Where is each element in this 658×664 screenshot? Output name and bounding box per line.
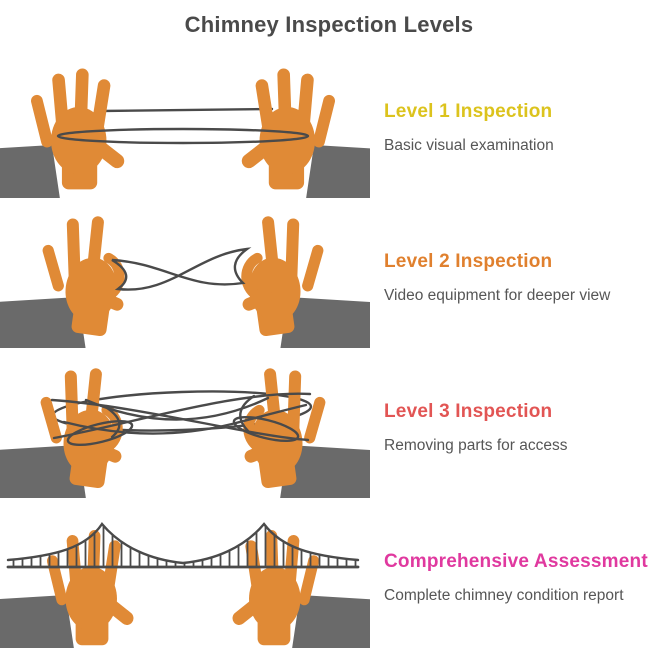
hands-simple-string-icon	[0, 68, 370, 198]
level2-heading: Level 2 Inspection	[384, 251, 553, 272]
level1-description: Basic visual examination	[384, 137, 554, 154]
level1-illustration	[0, 48, 370, 198]
level-row-4: Comprehensive Assessment Complete chimne…	[0, 498, 658, 648]
level2-description: Video equipment for deeper view	[384, 287, 611, 304]
hands-complex-string-icon	[0, 348, 370, 498]
hands-bridge-string-icon	[0, 521, 370, 648]
bridge-hangers	[8, 524, 358, 567]
right-arm	[229, 209, 370, 348]
level3-copy: Level 3 Inspection Removing parts for ac…	[370, 348, 658, 498]
level3-illustration	[0, 348, 370, 498]
bridge-cables	[6, 521, 360, 565]
level4-heading: Comprehensive Assessment	[384, 551, 648, 572]
level-row-2: Level 2 Inspection Video equipment for d…	[0, 198, 658, 348]
level1-copy: Level 1 Inspection Basic visual examinat…	[370, 48, 658, 198]
left-arm	[0, 361, 135, 498]
level-row-1: Level 1 Inspection Basic visual examinat…	[0, 48, 658, 198]
right-arm	[238, 68, 370, 198]
level-row-3: Level 3 Inspection Removing parts for ac…	[0, 348, 658, 498]
string-figure-eight	[111, 247, 252, 291]
level4-illustration	[0, 498, 370, 648]
right-sleeve	[306, 145, 370, 198]
string-loop	[56, 127, 310, 145]
string-top-strand	[98, 107, 274, 113]
level4-description: Complete chimney condition report	[384, 587, 624, 604]
hands-crossed-string-icon	[0, 198, 370, 348]
left-sleeve	[0, 145, 60, 198]
string-tangle	[50, 392, 312, 447]
level2-illustration	[0, 198, 370, 348]
left-arm	[0, 209, 137, 348]
level4-copy: Comprehensive Assessment Complete chimne…	[370, 498, 658, 648]
level3-description: Removing parts for access	[384, 437, 568, 454]
string-suspension-bridge	[6, 521, 360, 569]
right-arm	[231, 361, 370, 498]
level1-heading: Level 1 Inspection	[384, 101, 553, 122]
level3-heading: Level 3 Inspection	[384, 401, 553, 422]
level2-copy: Level 2 Inspection Video equipment for d…	[370, 198, 658, 348]
page-title: Chimney Inspection Levels	[184, 12, 474, 37]
